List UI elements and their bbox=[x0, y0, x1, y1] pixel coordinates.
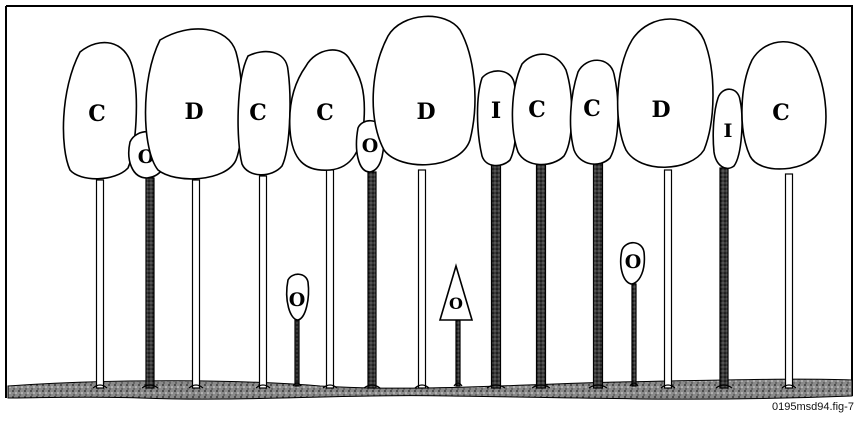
tree-label: I bbox=[491, 98, 501, 124]
tree-label: C bbox=[88, 101, 106, 127]
tree-stem bbox=[193, 180, 200, 388]
tree-stem bbox=[368, 172, 376, 388]
tree-11: C bbox=[512, 54, 571, 388]
figure-caption: 0195msd94.fig-7 bbox=[772, 401, 854, 413]
tree-1: C bbox=[63, 43, 136, 388]
tree-crown bbox=[373, 16, 475, 164]
tree-stem bbox=[720, 168, 728, 388]
tree-stem bbox=[146, 178, 154, 388]
tree-15: I bbox=[713, 89, 742, 388]
tree-label: D bbox=[184, 99, 203, 125]
tree-7: O bbox=[357, 121, 384, 388]
tree-label: O bbox=[289, 289, 306, 311]
tree-stem bbox=[537, 164, 546, 388]
tree-label: D bbox=[651, 97, 670, 123]
tree-stem bbox=[492, 164, 501, 388]
tree-stem bbox=[456, 320, 460, 386]
tree-label: D bbox=[416, 99, 435, 125]
tree-stem bbox=[632, 284, 636, 386]
tree-label: C bbox=[772, 100, 790, 126]
tree-label: C bbox=[583, 96, 601, 122]
tree-stem bbox=[786, 174, 793, 388]
tree-label: C bbox=[249, 100, 267, 126]
tree-stem bbox=[327, 170, 334, 388]
tree-4: C bbox=[238, 52, 290, 388]
tree-label: C bbox=[528, 97, 546, 123]
tree-stem bbox=[419, 170, 426, 388]
tree-label: O bbox=[625, 251, 642, 273]
tree-stem bbox=[665, 170, 672, 388]
tree-label: O bbox=[449, 294, 463, 313]
tree-stem bbox=[295, 320, 299, 386]
tree-stem bbox=[260, 176, 267, 388]
tree-9: O bbox=[440, 266, 472, 386]
tree-stem bbox=[594, 162, 603, 388]
tree-13: O bbox=[621, 243, 645, 386]
tree-12: C bbox=[571, 60, 619, 388]
tree-16: C bbox=[742, 42, 826, 388]
tree-6: C bbox=[290, 50, 365, 388]
tree-label: O bbox=[362, 135, 379, 157]
tree-10: I bbox=[478, 71, 517, 388]
tree-5: O bbox=[287, 274, 309, 386]
tree-crown bbox=[618, 19, 713, 167]
tree-label: I bbox=[724, 120, 733, 142]
tree-label: C bbox=[316, 100, 334, 126]
tree-3: D bbox=[146, 29, 243, 388]
tree-stem bbox=[97, 180, 104, 388]
